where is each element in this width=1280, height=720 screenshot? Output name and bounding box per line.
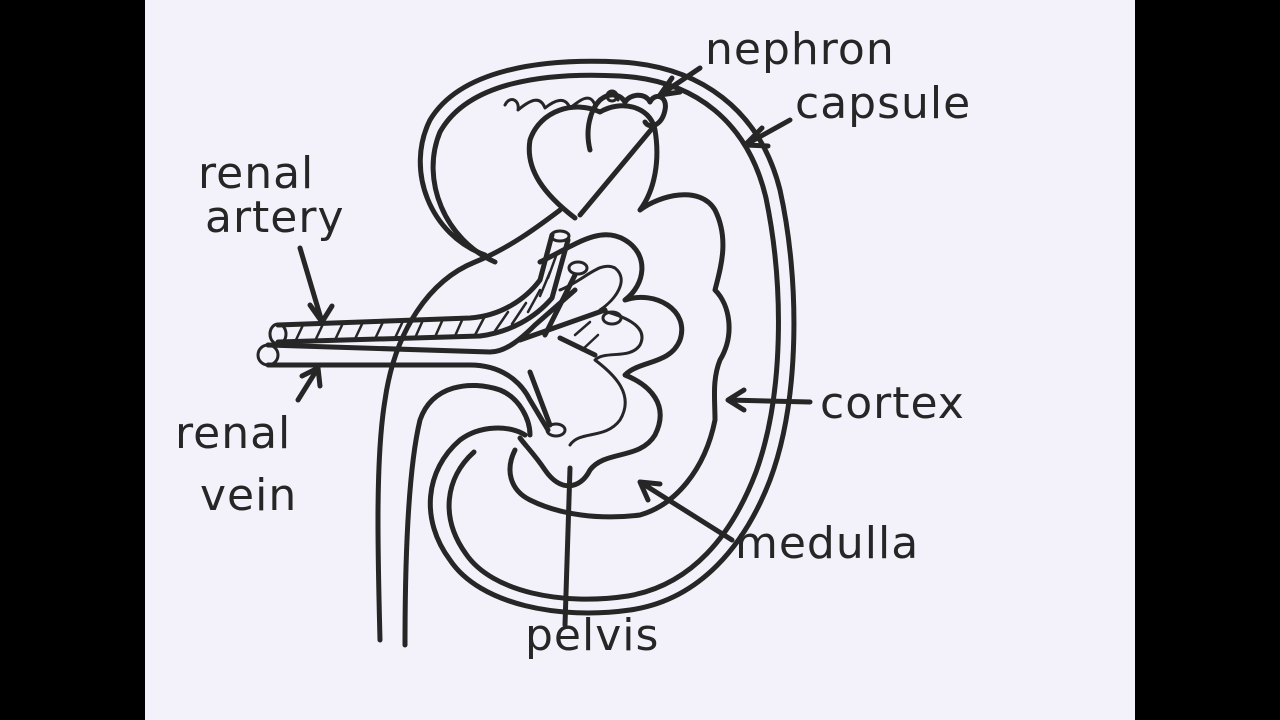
label-renal-artery-line1: renal bbox=[198, 152, 314, 196]
label-capsule: capsule bbox=[795, 82, 971, 126]
pelvis-pointer bbox=[565, 468, 570, 625]
cortex-pointer bbox=[728, 390, 810, 410]
renal-vein-end bbox=[258, 345, 278, 365]
ureter-inner bbox=[405, 385, 530, 645]
vein-branch-end-1 bbox=[569, 262, 587, 274]
label-cortex: cortex bbox=[820, 382, 965, 426]
label-medulla: medulla bbox=[735, 522, 919, 566]
label-renal-vein-line2: vein bbox=[200, 474, 297, 518]
label-nephron: nephron bbox=[705, 28, 895, 72]
label-pelvis: pelvis bbox=[525, 614, 659, 658]
label-renal-vein-line1: renal bbox=[175, 412, 291, 456]
renal-vein-pointer bbox=[298, 368, 320, 400]
renal-artery-pointer bbox=[300, 248, 332, 322]
label-renal-artery-line2: artery bbox=[205, 196, 345, 240]
